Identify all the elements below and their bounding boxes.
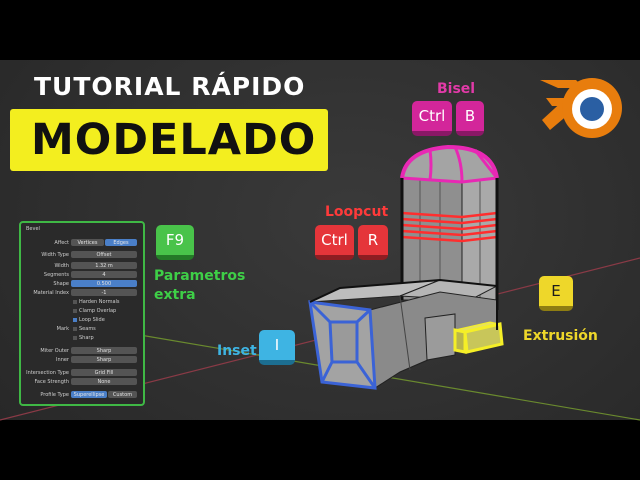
face-strength-label: Face Strength: [34, 379, 69, 385]
profile-superellipse-button[interactable]: Superellipse: [71, 391, 107, 398]
width-label: Width: [54, 263, 69, 269]
tower-mesh: [400, 144, 499, 310]
letterbox-bottom: [0, 420, 640, 480]
shape-label: Shape: [53, 281, 69, 287]
bevel-operator-panel[interactable]: Bevel Affect Vertices Edges Width Type O…: [19, 221, 145, 406]
sharp-checkbox[interactable]: Sharp: [73, 335, 94, 341]
sharp-text: Sharp: [79, 335, 94, 341]
bisel-label: Bisel: [437, 81, 476, 97]
seams-checkbox[interactable]: Seams: [73, 326, 96, 332]
blender-logo-icon: [540, 78, 622, 138]
miter-outer-label: Miter Outer: [40, 348, 69, 354]
clamp-overlap-text: Clamp Overlap: [79, 308, 117, 314]
miter-outer-dropdown[interactable]: Sharp: [71, 347, 137, 354]
width-field[interactable]: 1.32 m: [71, 262, 137, 269]
material-index-field[interactable]: -1: [71, 289, 137, 296]
clamp-overlap-box: [73, 308, 77, 313]
banner-title: MODELADO: [31, 115, 317, 165]
loop-slide-text: Loop Slide: [79, 317, 105, 323]
loop-slide-box: [73, 317, 77, 322]
inset-label: Inset: [217, 343, 257, 359]
parametros-label: Parametros: [154, 268, 246, 284]
affect-edges-button[interactable]: Edges: [105, 239, 137, 246]
segments-field[interactable]: 4: [71, 271, 137, 278]
harden-normals-box: [73, 299, 77, 304]
banner-background: [10, 109, 328, 171]
shape-field[interactable]: 0.500: [71, 280, 137, 287]
key-e: E: [539, 276, 573, 311]
intersection-type-dropdown[interactable]: Grid Fill: [71, 369, 137, 376]
key-r: R: [358, 225, 388, 260]
tutorial-heading: TUTORIAL RÁPIDO: [34, 72, 306, 101]
key-b: B: [456, 101, 484, 136]
extrusion-label: Extrusión: [523, 328, 598, 344]
affect-label: Affect: [54, 240, 69, 246]
affect-vertices-button[interactable]: Vertices: [71, 239, 104, 246]
inner-label: Inner: [56, 357, 69, 363]
key-i: I: [259, 330, 295, 365]
letterbox-top: [0, 0, 640, 60]
key-ctrl-loopcut: Ctrl: [315, 225, 354, 260]
profile-custom-button[interactable]: Custom: [108, 391, 137, 398]
seams-text: Seams: [79, 326, 96, 332]
sharp-box: [73, 335, 77, 340]
segments-label: Segments: [43, 272, 69, 278]
width-type-label: Width Type: [41, 252, 69, 258]
profile-type-label: Profile Type: [40, 392, 69, 398]
mark-label: Mark: [56, 326, 69, 332]
bevel-highlight: [400, 144, 499, 179]
key-f9: F9: [156, 225, 194, 260]
extra-label: extra: [154, 287, 196, 303]
inset-highlight: [328, 320, 359, 364]
width-type-dropdown[interactable]: Offset: [71, 251, 137, 258]
panel-title[interactable]: Bevel: [26, 226, 40, 232]
seams-box: [73, 326, 77, 331]
extrude-highlight: [453, 328, 467, 354]
loop-slide-checkbox[interactable]: Loop Slide: [73, 317, 105, 323]
key-ctrl-bisel: Ctrl: [412, 101, 452, 136]
face-strength-dropdown[interactable]: None: [71, 378, 137, 385]
harden-normals-text: Harden Normals: [79, 299, 120, 305]
arm-mesh: [308, 278, 504, 390]
loopcut-label: Loopcut: [325, 204, 389, 220]
clamp-overlap-checkbox[interactable]: Clamp Overlap: [73, 308, 116, 314]
material-index-label: Material Index: [33, 290, 69, 296]
intersection-type-label: Intersection Type: [26, 370, 69, 376]
inner-dropdown[interactable]: Sharp: [71, 356, 137, 363]
harden-normals-checkbox[interactable]: Harden Normals: [73, 299, 120, 305]
loopcut-highlight: [401, 211, 498, 243]
